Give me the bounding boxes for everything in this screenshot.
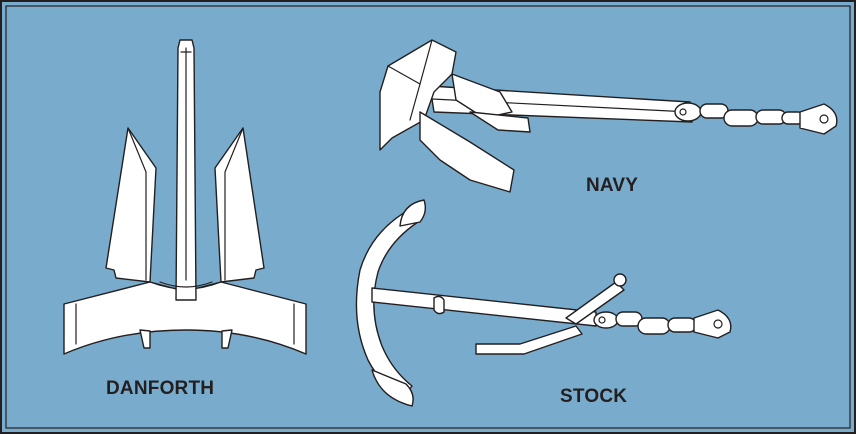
navy-chain-link-2 [724,110,758,126]
stock-chain-link-2 [638,318,670,334]
navy-label: NAVY [586,175,638,197]
stock-chain-link-3 [668,318,696,332]
stock-label: STOCK [560,386,627,408]
danforth-label: DANFORTH [106,378,214,400]
stock-bar-knob [614,274,626,286]
stock-shackle [594,312,618,328]
navy-shackle [675,103,701,121]
